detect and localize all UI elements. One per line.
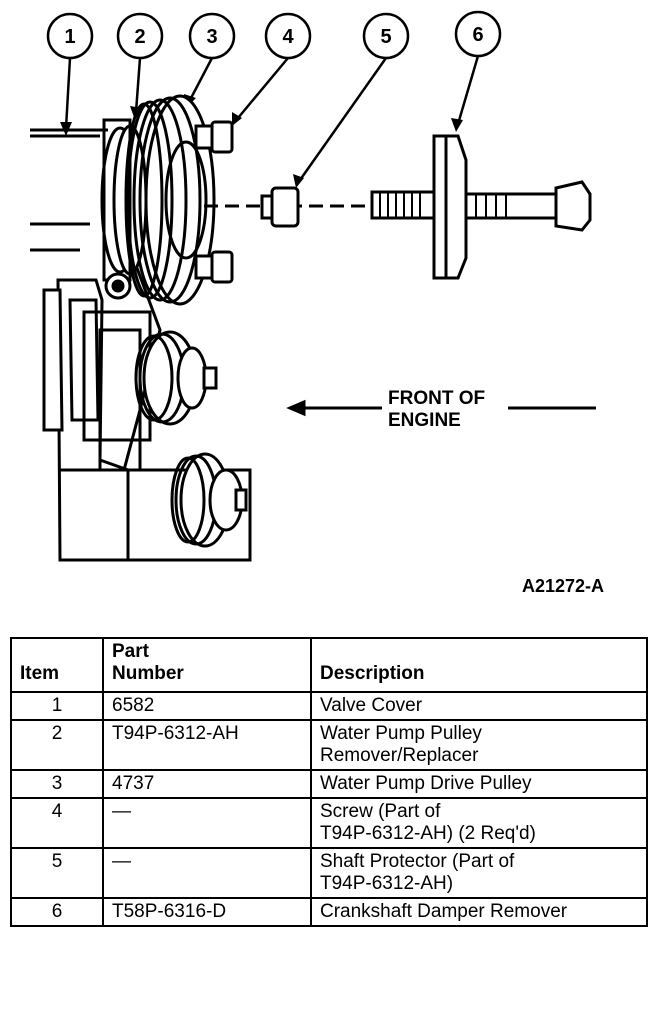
table-header-row: Item Part Number Description <box>10 637 648 693</box>
figure-id: A21272-A <box>522 576 605 596</box>
arrowhead <box>293 174 304 188</box>
header-part-line: Number <box>112 663 184 684</box>
table-row: 6 T58P-6316-D Crankshaft Damper Remover <box>10 897 648 927</box>
leader-line-4 <box>237 57 289 119</box>
callout-number: 6 <box>472 24 483 46</box>
cell-item: 6 <box>10 897 104 927</box>
cell-description: Crankshaft Damper Remover <box>310 897 648 927</box>
front-of-engine-arrow <box>286 399 596 417</box>
pulley-screws <box>194 120 234 284</box>
desc-line: T94P-6312-AH) <box>320 873 454 894</box>
header-description: Description <box>310 637 648 693</box>
parts-table: Item Part Number Description 1 6582 Valv… <box>10 637 648 927</box>
leader-line-6 <box>456 55 480 125</box>
cell-part-number: — <box>102 797 312 849</box>
cell-part-number: 6582 <box>102 691 312 721</box>
table-row: 5 — Shaft Protector (Part of T94P-6312-A… <box>10 847 648 899</box>
cell-part-number: — <box>102 847 312 899</box>
engine-block <box>42 259 252 562</box>
valve-cover <box>30 128 108 252</box>
desc-line: T94P-6312-AH) (2 Req'd) <box>320 823 536 844</box>
cell-description: Water Pump Pulley Remover/Replacer <box>310 719 648 771</box>
leader-line-2 <box>134 57 142 113</box>
table-row: 3 4737 Water Pump Drive Pulley <box>10 769 648 799</box>
cell-part-number: 4737 <box>102 769 312 799</box>
cell-part-number: T58P-6316-D <box>102 897 312 927</box>
desc-line: Shaft Protector (Part of <box>320 851 515 872</box>
desc-line: Water Pump Pulley <box>320 723 482 744</box>
cell-description: Shaft Protector (Part of T94P-6312-AH) <box>310 847 648 899</box>
engine-illustration: 1 2 3 4 5 6 <box>30 10 596 562</box>
desc-line: Screw (Part of <box>320 801 441 822</box>
callout-number: 2 <box>134 26 145 48</box>
cell-item: 2 <box>10 719 104 771</box>
header-part-line: Part <box>112 641 149 662</box>
callout-number: 4 <box>282 26 294 48</box>
lower-pulleys <box>134 330 248 548</box>
cell-description: Water Pump Drive Pulley <box>310 769 648 799</box>
front-label-line: FRONT OF <box>388 388 486 409</box>
cell-item: 4 <box>10 797 104 849</box>
leader-line-1 <box>64 57 72 129</box>
table-row: 4 — Screw (Part of T94P-6312-AH) (2 Req'… <box>10 797 648 849</box>
front-of-engine-label: FRONT OF ENGINE <box>388 388 485 432</box>
cell-part-number: T94P-6312-AH <box>102 719 312 771</box>
desc-line: Crankshaft Damper Remover <box>320 901 568 922</box>
cell-item: 3 <box>10 769 104 799</box>
desc-line: Remover/Replacer <box>320 745 479 766</box>
cell-item: 5 <box>10 847 104 899</box>
front-label-line: ENGINE <box>388 410 461 431</box>
crankshaft-damper-remover <box>370 134 592 280</box>
header-part-number: Part Number <box>102 637 312 693</box>
callout-number: 1 <box>64 26 75 48</box>
desc-line: Water Pump Drive Pulley <box>320 773 532 794</box>
table-row: 1 6582 Valve Cover <box>10 691 648 721</box>
cell-description: Screw (Part of T94P-6312-AH) (2 Req'd) <box>310 797 648 849</box>
shaft-protector <box>260 186 300 228</box>
desc-line: Valve Cover <box>320 695 423 716</box>
callout-number: 3 <box>206 26 217 48</box>
header-item: Item <box>10 637 104 693</box>
cell-description: Valve Cover <box>310 691 648 721</box>
arrowhead <box>232 112 242 126</box>
arrowhead <box>451 118 463 132</box>
leader-line-3 <box>188 57 214 101</box>
leader-line-5 <box>298 57 388 181</box>
callout-number: 5 <box>380 26 391 48</box>
cell-item: 1 <box>10 691 104 721</box>
table-row: 2 T94P-6312-AH Water Pump Pulley Remover… <box>10 719 648 771</box>
